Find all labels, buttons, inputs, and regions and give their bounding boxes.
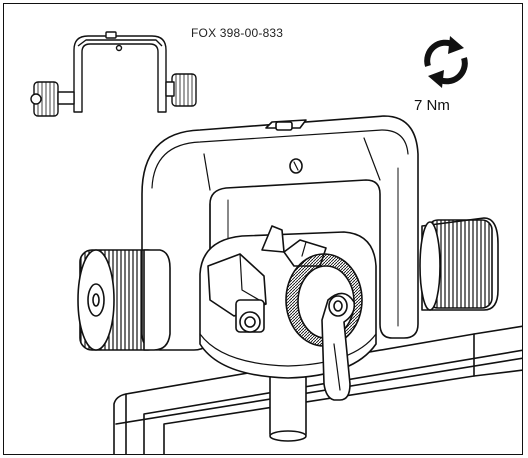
u-bracket <box>141 115 419 351</box>
ball-head <box>199 225 377 401</box>
rotate-arrows-icon <box>424 36 468 88</box>
bracket-assembly-illustration <box>77 115 522 454</box>
part-number-label: FOX 398-00-833 <box>191 26 284 40</box>
left-knob <box>77 249 171 351</box>
instruction-panel: FOX 398-00-833 7 Nm <box>3 3 523 455</box>
right-knob <box>419 217 499 311</box>
bracket-thumbnail <box>30 31 197 117</box>
rail <box>113 325 522 454</box>
stem <box>269 375 307 437</box>
torque-value-label: 7 Nm <box>414 97 450 114</box>
